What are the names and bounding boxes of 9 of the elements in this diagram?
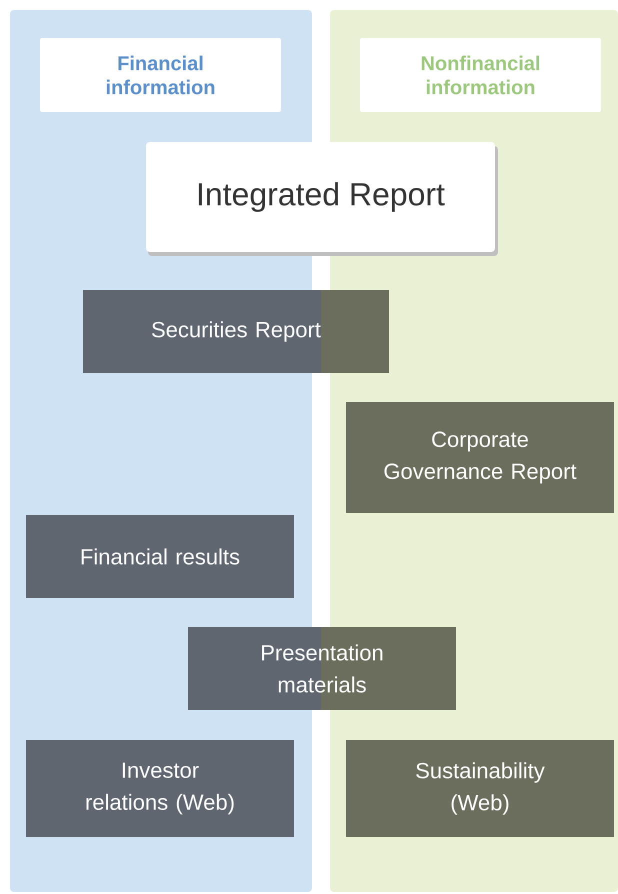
report-box: Presentation materials (188, 627, 456, 710)
title-box: Integrated Report (146, 142, 498, 256)
report-box: Financial results (26, 515, 294, 598)
header-box: Financial information (40, 38, 281, 112)
report-box: Sustainability (Web) (346, 740, 614, 837)
report-box: Securities Report (83, 290, 389, 373)
report-box: Investor relations (Web) (26, 740, 294, 837)
report-box: Corporate Governance Report (346, 402, 614, 513)
header-box: Nonfinancial information (360, 38, 601, 112)
